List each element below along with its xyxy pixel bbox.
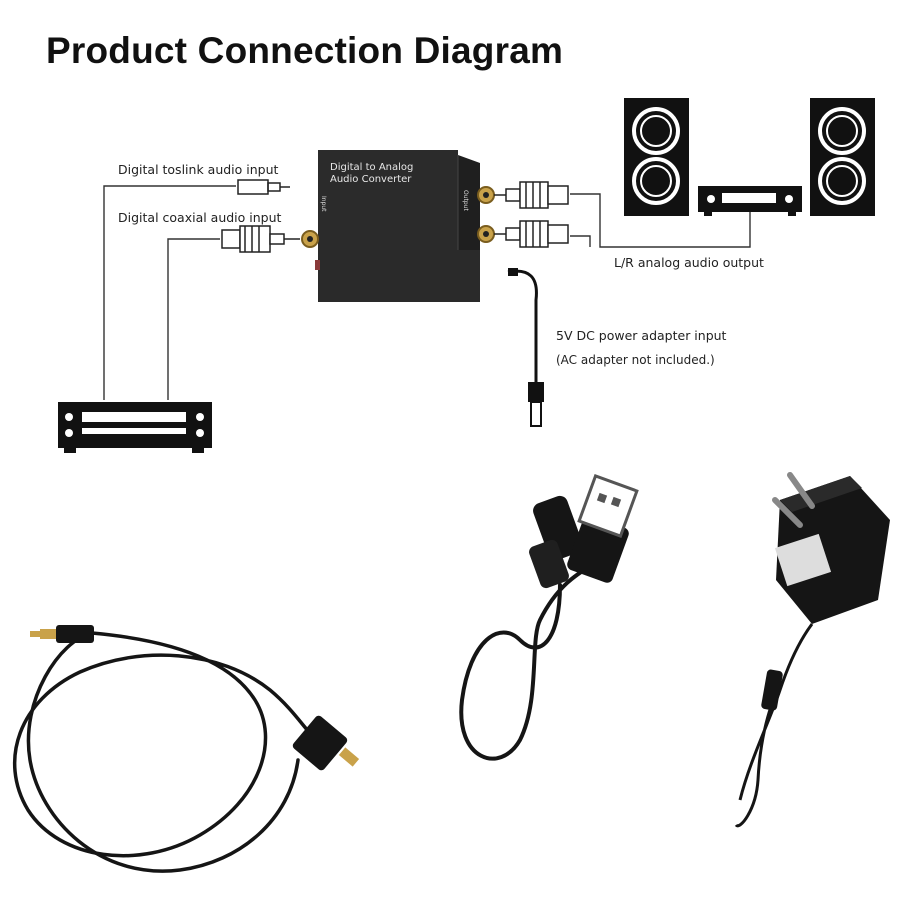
converter-name-line2: Audio Converter: [330, 174, 412, 185]
rca-plug-icon: [221, 225, 300, 253]
power-cable-line: [507, 269, 538, 382]
output-line-left: [570, 193, 751, 248]
coaxial-input-label: Digital coaxial audio input: [118, 210, 282, 225]
optical-cable-photo: [12, 631, 327, 873]
toslink-plug-icon: [30, 625, 360, 771]
speaker-icon: [810, 98, 875, 216]
converter-output-label: Output: [462, 190, 469, 211]
toslink-input-label: Digital toslink audio input: [118, 162, 279, 177]
coaxial-line: [167, 238, 220, 400]
ac-adapter-photo: [734, 472, 890, 828]
usb-dc-cable-photo: [459, 558, 602, 761]
page-title: Product Connection Diagram: [46, 30, 564, 71]
connection-lines: [103, 185, 751, 400]
toslink-plug-icon: [237, 179, 290, 195]
power-input-label: 5V DC power adapter input: [556, 328, 727, 343]
usb-plug-icon: [508, 268, 544, 427]
output-line-right: [570, 235, 591, 247]
dc-plug-photo: [529, 495, 583, 589]
rca-plug-icon: [494, 220, 569, 248]
converter-box: Digital to Analog Audio Converter Input …: [301, 150, 495, 302]
toslink-line: [103, 185, 236, 400]
adapter-note-label: (AC adapter not included.): [556, 353, 715, 367]
rca-plug-icon: [494, 181, 569, 209]
speaker-icon: [624, 98, 689, 216]
lr-output-label: L/R analog audio output: [614, 255, 764, 270]
converter-name-line1: Digital to Analog: [330, 162, 413, 173]
usb-plug-icon: [567, 474, 639, 583]
dvd-player-icon: [58, 402, 212, 453]
converter-input-label: Input: [320, 196, 327, 212]
amplifier-icon: [698, 186, 802, 216]
